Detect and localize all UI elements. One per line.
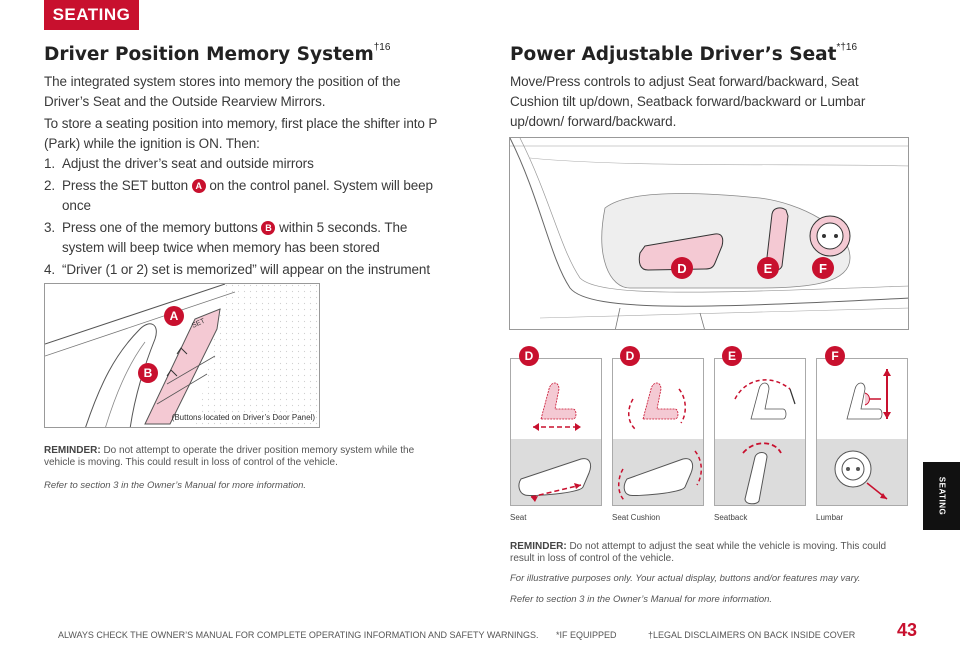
callout-b-badge: B bbox=[261, 221, 276, 235]
section-tab: SEATING bbox=[44, 0, 139, 30]
door-panel-illustration: SET A B bbox=[45, 284, 319, 427]
lumbar-switch-icon bbox=[834, 450, 888, 500]
panel-seat-label: Seat bbox=[510, 513, 527, 522]
step-text: on the control panel. System will beep o… bbox=[62, 178, 433, 213]
reminder-text: Do not attempt to operate the driver pos… bbox=[44, 445, 415, 468]
panel-lumbar-badge: F bbox=[825, 346, 845, 366]
panel-lumbar bbox=[816, 358, 908, 506]
step-item: 2. Press the SET button A on the control … bbox=[44, 176, 439, 216]
main-callout-d bbox=[671, 257, 693, 279]
power-seat-intro: Move/Press controls to adjust Seat forwa… bbox=[510, 74, 866, 129]
step-number: 2. bbox=[44, 178, 56, 193]
power-seat-title-text: Power Adjustable Driver’s Seat bbox=[510, 44, 837, 65]
main-callout-f-label: F bbox=[819, 261, 827, 276]
seat-cushion-switch[interactable] bbox=[638, 233, 724, 271]
step-number: 3. bbox=[44, 220, 56, 235]
memory-steps: 1. Adjust the driver’s seat and outside m… bbox=[44, 154, 439, 302]
side-tab-label: SEATING bbox=[937, 476, 946, 516]
panel-lumbar-label: Lumbar bbox=[816, 513, 844, 522]
seat-side-illustration: D E F bbox=[510, 138, 908, 329]
step-text: Press the SET button bbox=[62, 178, 189, 193]
memory-title-sup: †16 bbox=[373, 41, 391, 53]
power-seat-title-sup: *†16 bbox=[836, 41, 858, 53]
footer-legal: †LEGAL DISCLAIMERS ON BACK INSIDE COVER bbox=[648, 630, 856, 640]
step-text: Press one of the memory buttons bbox=[62, 220, 258, 235]
panel-seatback bbox=[714, 358, 806, 506]
page-number: 43 bbox=[897, 620, 918, 640]
panel-seat-badge: D bbox=[519, 346, 539, 366]
side-tab: SEATING bbox=[923, 462, 960, 530]
lumbar-switch[interactable] bbox=[809, 215, 851, 257]
door-panel-figure: SET A B (Buttons located on Driver’s Doo… bbox=[44, 283, 320, 428]
panel-seat-cushion-badge: D bbox=[620, 346, 640, 366]
memory-1-icon bbox=[176, 347, 188, 355]
memory-reminder: REMINDER: Do not attempt to operate the … bbox=[44, 445, 439, 469]
panel-seatback-badge: E bbox=[722, 346, 742, 366]
panel-seat-cushion bbox=[612, 358, 704, 506]
reminder-text: Do not attempt to adjust the seat while … bbox=[510, 541, 887, 564]
step-text: within 5 seconds. The system will beep t… bbox=[62, 220, 408, 255]
callout-a-label: A bbox=[170, 309, 179, 323]
reminder-label: REMINDER: bbox=[510, 541, 567, 552]
memory-system-title: Driver Position Memory System†16 bbox=[44, 41, 391, 65]
illustrative-note: For illustrative purposes only. Your act… bbox=[510, 573, 861, 584]
main-callout-e-label: E bbox=[764, 261, 773, 276]
figure-caption: (Buttons located on Driver’s Door Panel) bbox=[171, 413, 315, 422]
memory-2-icon bbox=[166, 369, 178, 377]
memory-title-text: Driver Position Memory System bbox=[44, 44, 374, 65]
callout-a bbox=[164, 306, 184, 326]
callout-a-badge: A bbox=[191, 179, 206, 193]
panel-seat bbox=[510, 358, 602, 506]
power-seat-reminder: REMINDER: Do not attempt to adjust the s… bbox=[510, 541, 910, 565]
seat-slide-icon bbox=[533, 382, 581, 431]
seat-controls-figure: D E F bbox=[509, 137, 909, 330]
step-number: 4. bbox=[44, 262, 56, 277]
memory-refer-note: Refer to section 3 in the Owner’s Manual… bbox=[44, 480, 307, 491]
callout-b-label: B bbox=[144, 366, 153, 380]
lumbar-adjust-icon bbox=[846, 369, 891, 420]
cushion-tilt-switch-icon bbox=[618, 450, 702, 502]
step-text: Adjust the driver’s seat and outside mir… bbox=[62, 156, 314, 171]
callout-b bbox=[138, 363, 158, 383]
memory-store-intro: To store a seating position into memory,… bbox=[44, 116, 438, 151]
reminder-label: REMINDER: bbox=[44, 445, 101, 456]
footer-warning: ALWAYS CHECK THE OWNER’S MANUAL FOR COMP… bbox=[58, 630, 539, 640]
main-callout-d-label: D bbox=[677, 261, 686, 276]
main-callout-e bbox=[757, 257, 779, 279]
power-seat-refer-note: Refer to section 3 in the Owner’s Manual… bbox=[510, 594, 773, 605]
main-callout-f bbox=[812, 257, 834, 279]
panel-seatback-label: Seatback bbox=[714, 513, 748, 522]
power-seat-title: Power Adjustable Driver’s Seat*†16 bbox=[510, 41, 858, 65]
seatback-recline-icon bbox=[734, 379, 796, 420]
step-number: 1. bbox=[44, 156, 56, 171]
seat-slide-switch-icon bbox=[518, 458, 592, 502]
footer-if-equipped: *IF EQUIPPED bbox=[556, 630, 617, 640]
panel-seat-cushion-label: Seat Cushion bbox=[612, 513, 661, 522]
step-item: 1. Adjust the driver’s seat and outside m… bbox=[44, 154, 439, 174]
memory-intro: The integrated system stores into memory… bbox=[44, 74, 401, 109]
cushion-tilt-icon bbox=[628, 382, 686, 430]
seatback-switch-icon bbox=[742, 442, 782, 505]
step-item: 3. Press one of the memory buttons B with… bbox=[44, 218, 439, 258]
